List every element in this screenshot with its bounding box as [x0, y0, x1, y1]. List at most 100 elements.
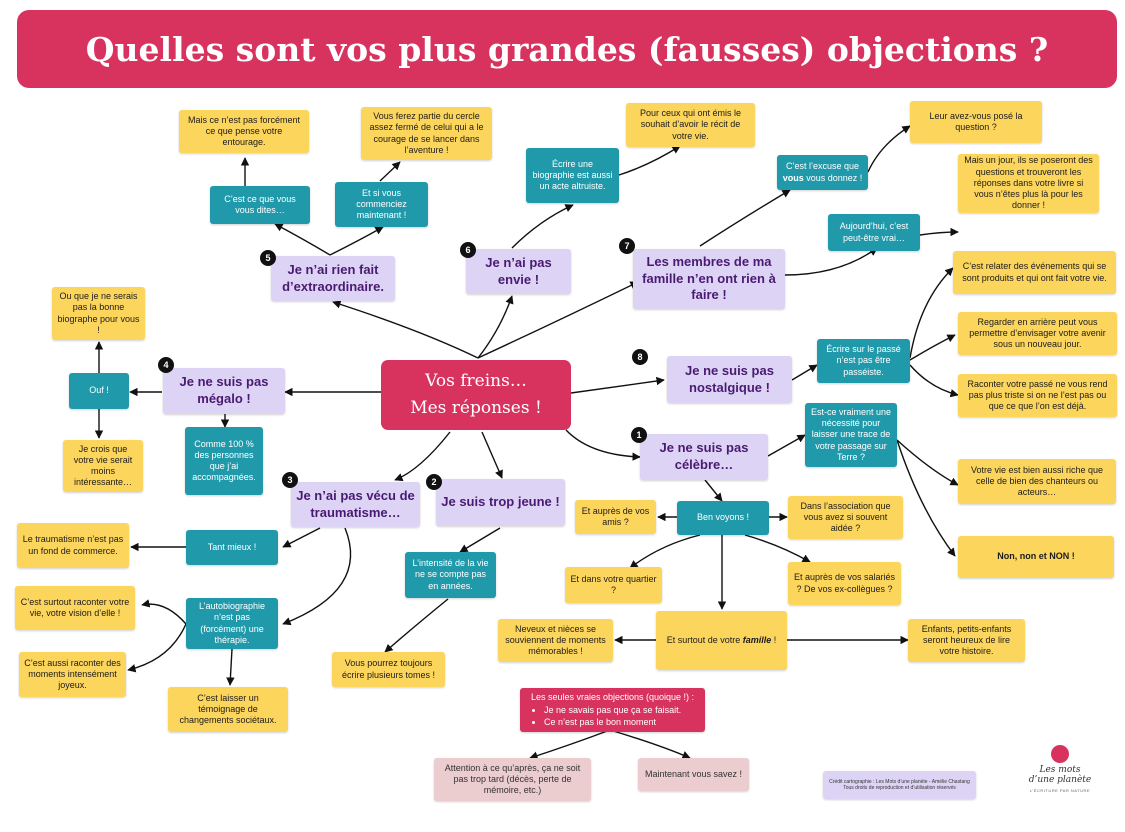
real-objections-box: Les seules vraies objections (quoique !)…: [520, 688, 705, 732]
n3e: C’est aussi raconter des moments intensé…: [19, 652, 126, 697]
logo-name-2: d’une planète: [1028, 774, 1092, 785]
real-objections-title: Les seules vraies objections (quoique !)…: [530, 692, 695, 702]
branch-3-badge: 3: [282, 472, 298, 488]
n5b: Mais ce n’est pas forcément ce que pense…: [179, 110, 309, 153]
n8a: Écrire sur le passé n’est pas être passé…: [817, 339, 910, 383]
n5c: Et si vous commenciez maintenant !: [335, 182, 428, 227]
link-n1a-b: [896, 439, 959, 486]
n1i-pre: Et surtout de votre: [666, 634, 743, 645]
n8b: C’est relater des événements qui se sont…: [953, 251, 1116, 294]
link-n3c-f: [226, 648, 235, 686]
link-b3-c: [282, 527, 352, 626]
branch-4-badge: 4: [158, 357, 174, 373]
n1g: Et dans votre quartier ?: [565, 567, 662, 603]
branch-8-badge: 8: [632, 349, 648, 365]
central-node: Vos freins… Mes réponses !: [381, 360, 571, 430]
link-b5-a: [274, 223, 331, 256]
page-title: Quelles sont vos plus grandes (fausses) …: [85, 29, 1049, 69]
n4d: Comme 100 % des personnes que j’ai accom…: [185, 427, 263, 495]
link-center-b1: [565, 429, 641, 461]
link-n3c-d: [141, 599, 187, 625]
link-center-b2: [481, 431, 503, 479]
link-b7-c: [784, 247, 878, 276]
n1i: Et surtout de votre famille !: [656, 611, 787, 670]
central-line-2: Mes réponses !: [410, 398, 542, 418]
n8d: Raconter votre passé ne vous rend pas pl…: [958, 374, 1117, 417]
n1j: Neveux et nièces se souviennent de momen…: [498, 619, 613, 662]
branch-7-badge: 7: [619, 238, 635, 254]
credits-line-2: Tous droits de reproduction et d’utilisa…: [843, 785, 956, 791]
link-b1-d: [704, 479, 723, 502]
title-banner: Quelles sont vos plus grandes (fausses) …: [17, 10, 1117, 88]
n6b: Pour ceux qui ont émis le souhait d’avoi…: [626, 103, 755, 147]
branch-1-badge: 1: [631, 427, 647, 443]
link-center-b8: [570, 376, 665, 394]
link-b7-a: [699, 189, 791, 247]
n7d: Mais un jour, ils se poseront des questi…: [958, 154, 1099, 213]
branch-4-label: Je ne suis pas mégalo !: [163, 368, 285, 414]
branch-8-label: Je ne suis pas nostalgique !: [667, 356, 792, 403]
link-center-b7: [477, 281, 639, 359]
branch-5-label: Je n’ai rien fait d’extraordinaire.: [271, 256, 395, 301]
n1a: Est-ce vraiment une nécessité pour laiss…: [805, 403, 897, 467]
n7b: Leur avez-vous posé la question ?: [910, 101, 1042, 143]
after-warning: Attention à ce qu’après, ça ne soit pas …: [434, 758, 591, 801]
n3b: Le traumatisme n’est pas un fond de comm…: [17, 523, 129, 568]
n8c: Regarder en arrière peut vous permettre …: [958, 312, 1117, 355]
link-b1-a: [767, 434, 806, 457]
n1c: Non, non et NON !: [958, 536, 1114, 578]
n1i-text: Et surtout de votre famille !: [667, 635, 777, 646]
n3f: C’est laisser un témoignage de changemen…: [168, 687, 288, 732]
logo-mark-icon: [1051, 745, 1069, 763]
n5a: C’est ce que vous vous dites…: [210, 186, 310, 224]
link-rb-a1: [529, 729, 611, 760]
central-line-1: Vos freins…: [425, 370, 527, 391]
branch-6-label: Je n’ai pas envie !: [466, 249, 571, 294]
link-center-b5: [332, 300, 479, 359]
link-center-b6: [477, 295, 514, 359]
n4a: Ouf !: [69, 373, 129, 409]
link-n8a-d: [909, 364, 959, 398]
link-n7c-d: [919, 227, 959, 237]
link-b2-a: [459, 527, 501, 553]
link-n2a-b: [384, 598, 449, 653]
real-objection-item: Je ne savais pas que ça se faisait.: [544, 705, 699, 716]
n1i-emphasis: famille: [742, 634, 772, 645]
link-n8a-c: [909, 334, 956, 361]
real-objection-item: Ce n’est pas le bon moment: [544, 717, 699, 728]
n4b: Ou que je ne serais pas la bonne biograp…: [52, 287, 145, 340]
link-n8a-b: [909, 267, 954, 359]
credits-box: Crédit cartographie : Les Mots d’une pla…: [823, 771, 976, 799]
n1i-post: !: [771, 634, 777, 645]
n6a: Écrire une biographie est aussi un acte …: [526, 148, 619, 203]
n3a: Tant mieux !: [186, 530, 278, 565]
link-n6a-b: [618, 145, 681, 176]
link-n5c-d: [379, 161, 401, 182]
credits-line-1: Crédit cartographie : Les Mots d’une pla…: [829, 778, 970, 785]
link-n7a-b: [867, 125, 911, 173]
brand-logo: Les mots d’une planète L’ÉCRITURE PAR NA…: [1020, 745, 1100, 805]
branch-2-label: Je suis trop jeune !: [436, 479, 565, 526]
branch-5-badge: 5: [260, 250, 276, 266]
after-now-you-know: Maintenant vous savez !: [638, 758, 749, 791]
n1h: Et auprès de vos salariés ? De vos ex-co…: [788, 562, 901, 605]
link-b5-c: [329, 226, 384, 256]
n1k: Enfants, petits-enfants seront heureux d…: [908, 619, 1025, 662]
n5d: Vous ferez partie du cercle assez fermé …: [361, 107, 492, 160]
link-b8-a: [791, 364, 818, 381]
branch-2-badge: 2: [426, 474, 442, 490]
n3d: C’est surtout raconter votre vie, votre …: [15, 586, 135, 630]
link-n1d-g: [629, 534, 701, 569]
branch-3-label: Je n’ai pas vécu de traumatisme…: [291, 482, 420, 527]
n2b: Vous pourrez toujours écrire plusieurs t…: [332, 652, 445, 687]
n4c: Je crois que votre vie serait moins inté…: [63, 440, 143, 492]
link-n1a-c: [896, 439, 956, 557]
link-b3-a: [282, 527, 321, 548]
n1d: Ben voyons !: [677, 501, 769, 535]
real-objections-list: Je ne savais pas que ça se faisait. Ce n…: [526, 705, 699, 728]
logo-name-1: Les mots: [1039, 765, 1081, 775]
branch-6-badge: 6: [460, 242, 476, 258]
n1c-text: Non, non et NON !: [997, 551, 1075, 562]
link-center-b3: [394, 431, 451, 482]
